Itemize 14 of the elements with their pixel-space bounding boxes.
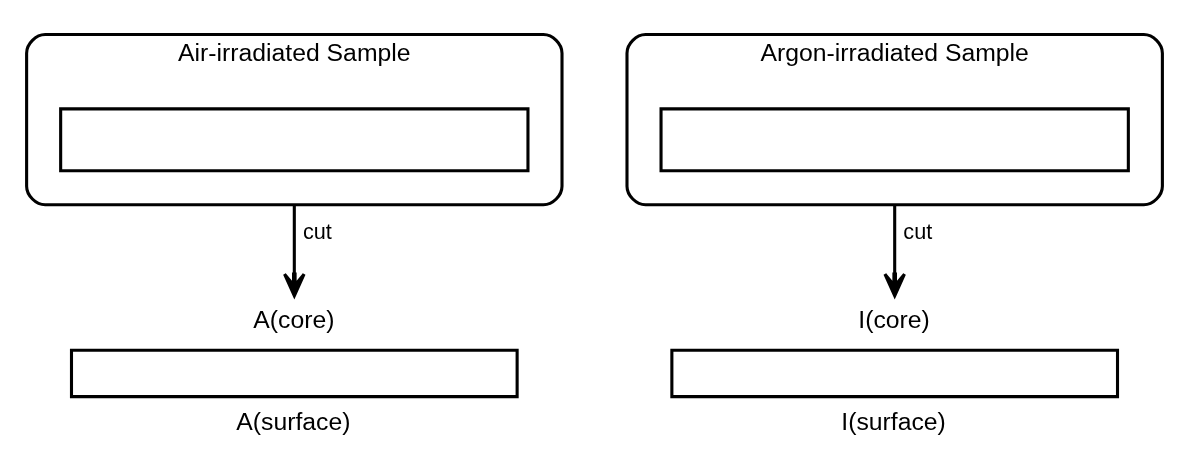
cluster: Air-irradiated Sample bbox=[25, 33, 564, 207]
node-box bbox=[69, 348, 519, 399]
edge-label: cut bbox=[903, 219, 933, 245]
node-label: A(surface) bbox=[236, 408, 351, 436]
node-box bbox=[670, 348, 1120, 399]
node-label: I(surface) bbox=[841, 408, 946, 436]
arrow bbox=[283, 204, 306, 298]
edge-label: cut bbox=[302, 219, 332, 245]
node-label: A(core) bbox=[253, 306, 335, 334]
node-box bbox=[659, 107, 1130, 173]
node-box bbox=[59, 107, 530, 173]
arrow bbox=[883, 204, 906, 298]
cluster: Argon-irradiated Sample bbox=[625, 33, 1164, 207]
node-label: I(core) bbox=[858, 306, 930, 334]
